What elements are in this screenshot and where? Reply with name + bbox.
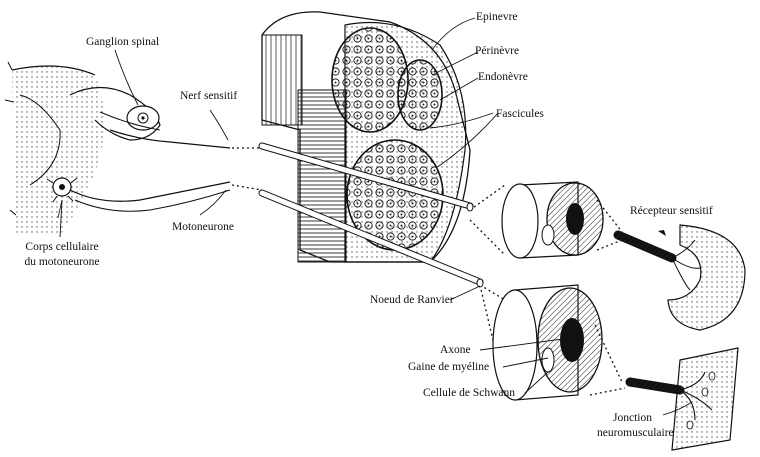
label-noeud-de-ranvier: Noeud de Ranvier [370, 294, 454, 307]
motor-fiber-cylinder [493, 285, 602, 400]
label-axone: Axone [440, 344, 471, 357]
label-ganglion-spinal: Ganglion spinal [86, 36, 159, 49]
motor-axon-root [70, 182, 230, 211]
label-epinevre: Epinevre [476, 11, 518, 24]
label-jonction-line2: neuromusculaire [597, 427, 674, 440]
label-corps-cellulaire-line2: du motoneurone [24, 256, 99, 269]
label-corps-cellulaire-line1: Corps cellulaire [25, 241, 98, 254]
sensory-receptor [618, 225, 745, 330]
label-gaine-de-myeline: Gaine de myéline [408, 361, 489, 374]
label-cellule-de-schwann: Cellule de Schwann [423, 387, 515, 400]
label-endonevre: Endonèvre [478, 71, 528, 84]
label-perinevre: Périnèvre [475, 45, 519, 58]
label-motoneurone: Motoneurone [172, 221, 234, 234]
label-nerf-sensitif: Nerf sensitif [180, 90, 237, 103]
label-fascicules: Fascicules [496, 108, 544, 121]
label-recepteur-sensitif: Récepteur sensitif [630, 205, 713, 218]
label-jonction-line1: Jonction [613, 412, 652, 425]
sensory-fiber-cylinder [502, 182, 603, 258]
